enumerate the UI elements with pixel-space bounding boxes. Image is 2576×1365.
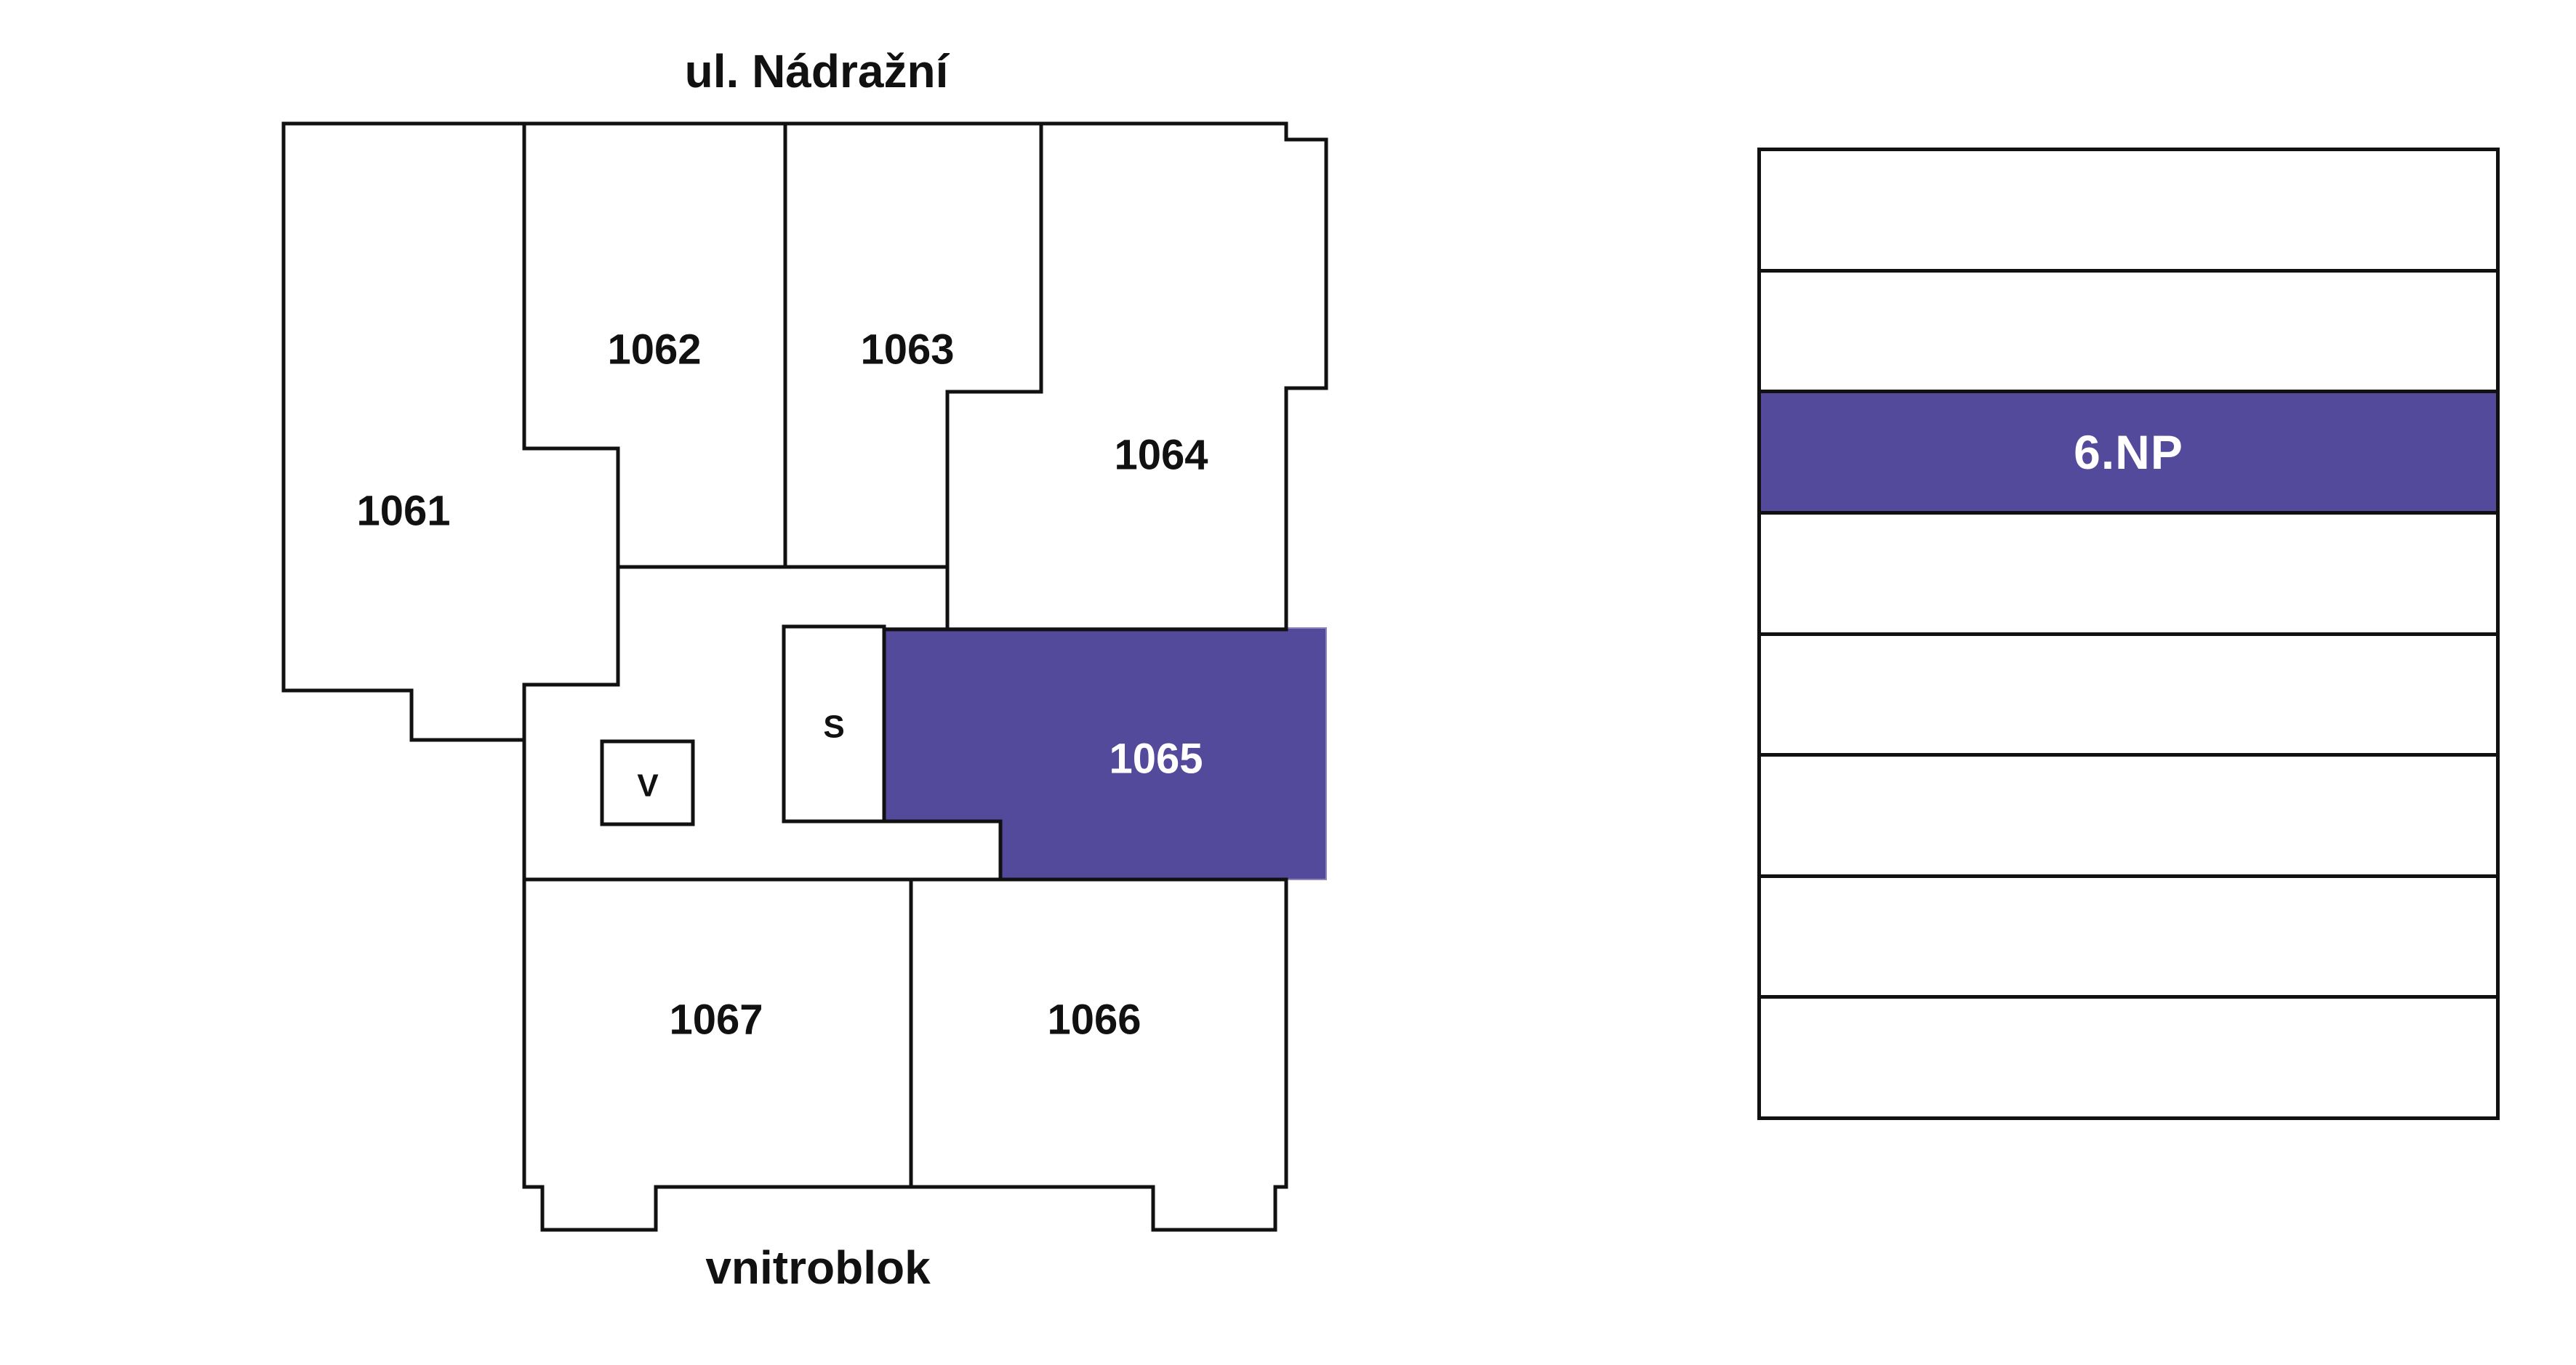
floor-row-3-active[interactable]: 6.NP bbox=[1761, 390, 2496, 511]
unit-1066-shape[interactable] bbox=[909, 877, 1288, 1232]
floor-row-2[interactable] bbox=[1761, 268, 2496, 390]
unit-1063-label: 1063 bbox=[860, 326, 954, 374]
unit-1064-walls bbox=[945, 121, 1328, 632]
floor-row-7[interactable] bbox=[1761, 874, 2496, 996]
unit-1064-label: 1064 bbox=[1114, 432, 1208, 479]
unit-1066-label: 1066 bbox=[1047, 996, 1141, 1044]
unit-1066-walls bbox=[909, 877, 1288, 1232]
floor-selector: 6.NP bbox=[1757, 148, 2500, 1120]
floor-row-8[interactable] bbox=[1761, 995, 2496, 1116]
shaft-S-box bbox=[782, 624, 886, 824]
unit-1067-shape[interactable] bbox=[522, 877, 913, 1232]
shaft-S-label: S bbox=[823, 709, 844, 745]
unit-1065-label: 1065 bbox=[1109, 736, 1203, 783]
floor-row-4[interactable] bbox=[1761, 510, 2496, 632]
floor-row-1[interactable] bbox=[1761, 151, 2496, 269]
shaft-V-box bbox=[600, 739, 695, 826]
corridor-walls bbox=[522, 565, 1003, 882]
shaft-V-label: V bbox=[637, 768, 659, 804]
unit-1061-label: 1061 bbox=[356, 488, 450, 535]
unit-1067-label: 1067 bbox=[669, 996, 763, 1044]
unit-1067-walls bbox=[522, 877, 913, 1232]
courtyard-label: vnitroblok bbox=[705, 1241, 931, 1294]
floor-row-5[interactable] bbox=[1761, 632, 2496, 754]
floor-row-3-label: 6.NP bbox=[2074, 425, 2183, 480]
street-label: ul. Nádražní bbox=[684, 45, 949, 97]
unit-1062-label: 1062 bbox=[607, 326, 701, 374]
floor-row-6[interactable] bbox=[1761, 753, 2496, 874]
